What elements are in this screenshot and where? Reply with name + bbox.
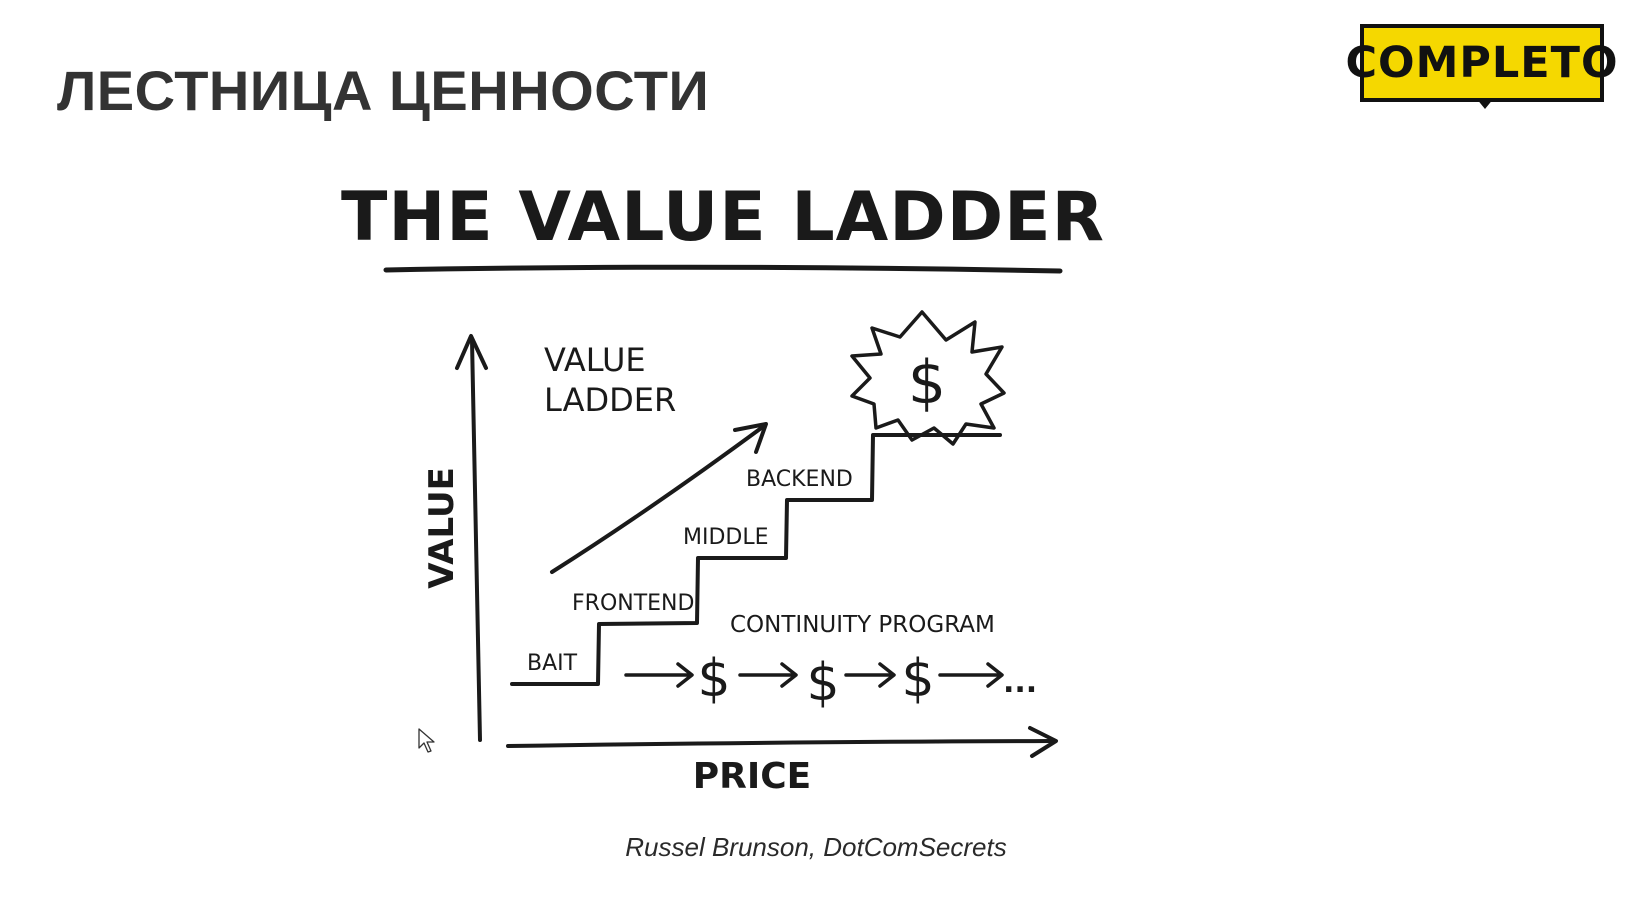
logo-badge: COMPLETO	[1345, 24, 1618, 102]
source-caption: Russel Brunson, DotComSecrets	[625, 832, 1007, 862]
y-axis-arrowhead	[455, 334, 488, 370]
slide-title: ЛЕСТНИЦА ЦЕННОСТИ	[57, 59, 710, 122]
logo-text: COMPLETO	[1345, 38, 1619, 88]
starburst	[850, 310, 1006, 446]
continuity-flow	[624, 662, 1004, 688]
step-bait: BAIT	[527, 651, 578, 676]
continuity-arrow-3	[844, 662, 896, 688]
step-frontend: FRONTEND	[572, 591, 694, 616]
growth-arrow	[550, 424, 766, 574]
continuity-dollar-1: $	[697, 649, 730, 709]
x-axis	[506, 739, 1054, 748]
staircase	[510, 433, 1002, 686]
continuity-arrow-4	[938, 662, 1004, 688]
y-axis	[470, 338, 482, 742]
step-middle: MIDDLE	[683, 525, 769, 550]
growth-arrowhead	[733, 422, 768, 454]
continuity-arrow-1	[624, 662, 694, 688]
continuity-label: CONTINUITY PROGRAM	[730, 612, 995, 638]
inner-label-line2: LADDER	[544, 381, 676, 419]
x-axis-arrowhead	[1028, 726, 1058, 758]
dollar-icon: $	[908, 348, 946, 418]
continuity-dollar-2: $	[806, 653, 839, 713]
logo-pointer	[1476, 98, 1494, 109]
mouse-cursor-icon	[418, 728, 435, 753]
heading-underline	[383, 264, 1063, 274]
continuity-arrow-2	[738, 662, 798, 688]
x-axis-label: PRICE	[693, 756, 812, 797]
step-backend: BACKEND	[746, 467, 853, 492]
y-axis-label: VALUE	[422, 467, 462, 589]
completo-logo: COMPLETO	[1345, 24, 1618, 109]
continuity-dollar-3: $	[901, 649, 934, 709]
diagram-heading: THE VALUE LADDER	[341, 178, 1105, 257]
inner-label-line1: VALUE	[544, 341, 646, 379]
continuity-ellipsis: ...	[1003, 665, 1037, 700]
